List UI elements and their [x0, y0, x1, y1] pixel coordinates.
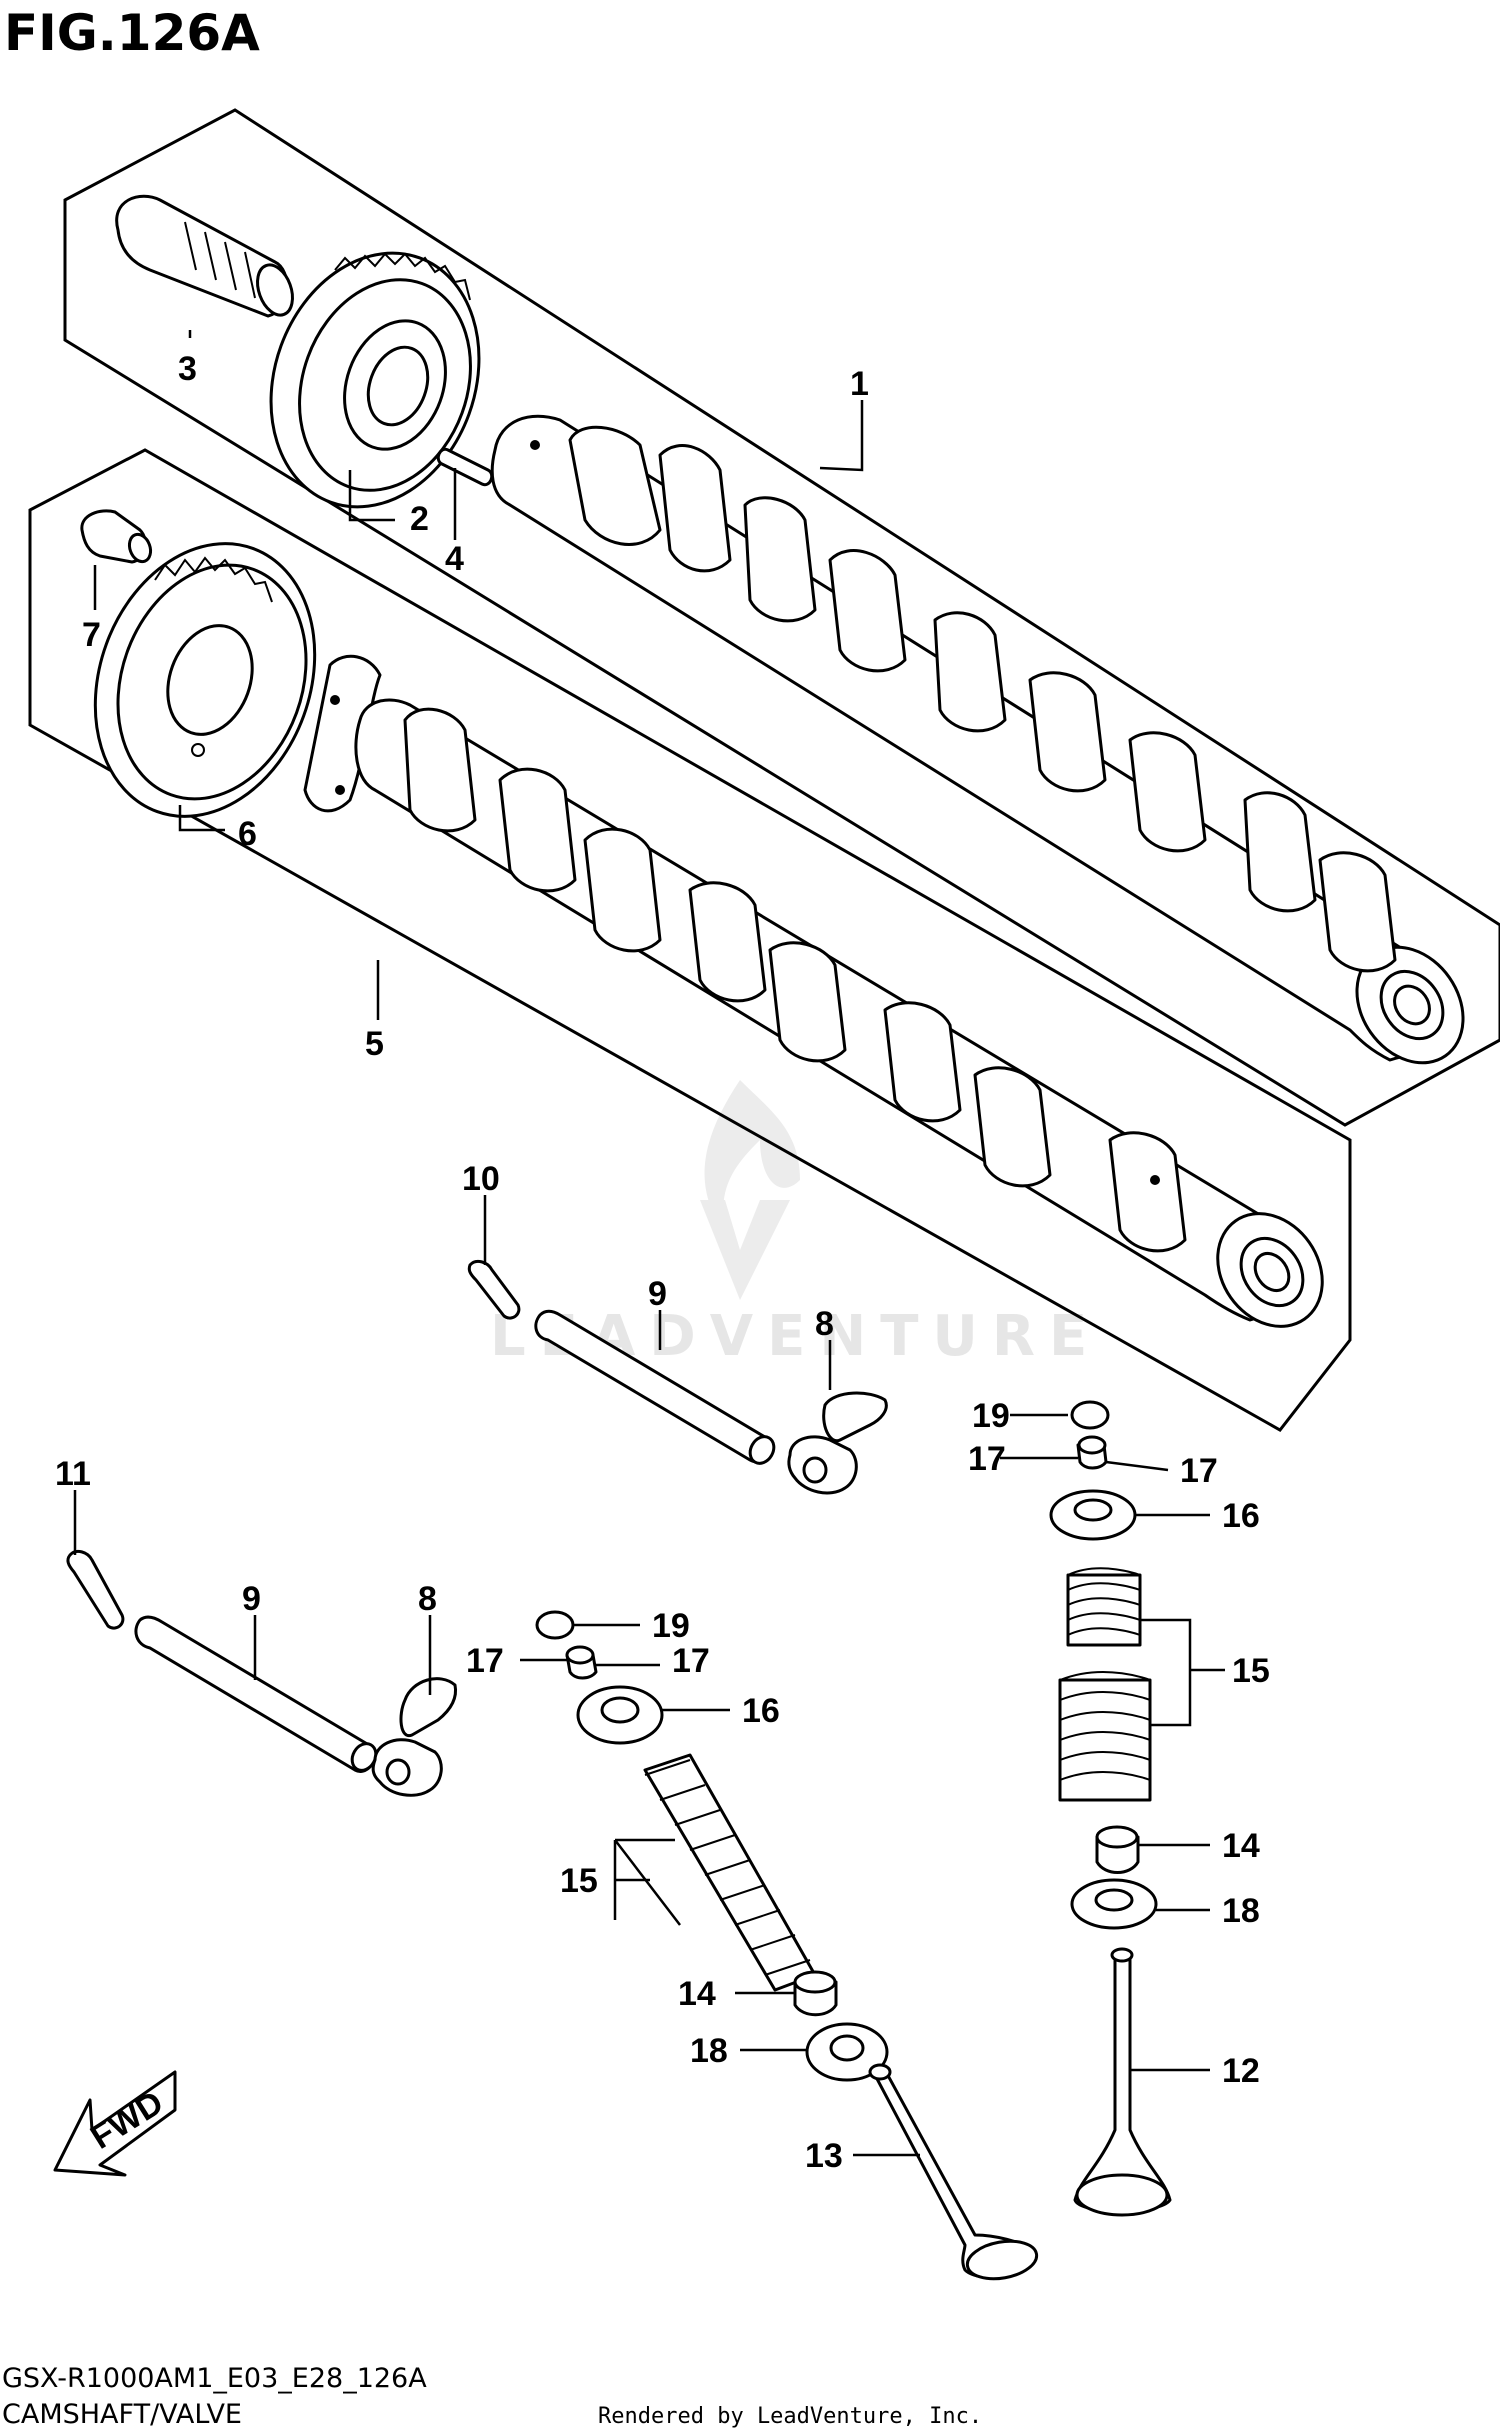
render-credit: Rendered by LeadVenture, Inc. — [598, 2404, 982, 2429]
assembly-box-5 — [28, 448, 1352, 1432]
spring-part-15-right — [1058, 1567, 1152, 1802]
callout-19-right: 19 — [972, 1397, 1010, 1435]
rocker-shaft-part-9-upper — [534, 1309, 776, 1465]
pin-part-10 — [467, 1259, 521, 1320]
shim-part-19-left — [535, 1610, 575, 1640]
callout-16-right: 16 — [1222, 1497, 1260, 1535]
callout-9-upper: 9 — [648, 1275, 667, 1313]
callout-8-lower: 8 — [418, 1580, 437, 1618]
spring-part-15-left — [643, 1753, 817, 1992]
callout-18-right: 18 — [1222, 1892, 1260, 1930]
callout-5: 5 — [365, 1025, 384, 1063]
valve-train-right — [1049, 1400, 1172, 2217]
pin-part-4 — [436, 447, 494, 487]
callout-2: 2 — [410, 500, 429, 538]
callout-7: 7 — [82, 616, 101, 654]
pin-part-11 — [66, 1549, 125, 1630]
callout-16-left: 16 — [742, 1692, 780, 1730]
camshaft-part-1 — [490, 414, 1465, 1065]
bolt-part-3 — [115, 194, 294, 318]
sprocket-part-2 — [269, 251, 481, 509]
rocker-shaft-part-9-lower — [134, 1615, 378, 1773]
rocker-arm-part-8-lower — [371, 1677, 458, 1797]
callout-9-lower: 9 — [242, 1580, 261, 1618]
valve-part-13 — [868, 2063, 1039, 2281]
leader-lines — [73, 330, 1225, 2157]
callout-17-left-a: 17 — [466, 1642, 504, 1680]
sprocket-part-6 — [93, 542, 317, 818]
shim-part-19-right — [1070, 1400, 1110, 1430]
callout-11: 11 — [55, 1455, 91, 1493]
callout-17-right-a: 17 — [968, 1440, 1006, 1478]
camshaft-part-5 — [303, 654, 1324, 1328]
rocker-arm-part-8-upper — [787, 1391, 888, 1495]
callout-3: 3 — [178, 350, 197, 388]
bolt-part-7 — [80, 509, 153, 564]
callout-15-left: 15 — [560, 1862, 598, 1900]
callout-17-left-b: 17 — [672, 1642, 710, 1680]
callout-14-right: 14 — [1222, 1827, 1260, 1865]
callout-17-right-b: 17 — [1180, 1452, 1218, 1490]
callout-19-left: 19 — [652, 1607, 690, 1645]
model-code: GSX-R1000AM1_E03_E28_126A — [2, 2363, 427, 2394]
callout-15-right: 15 — [1232, 1652, 1270, 1690]
callout-6: 6 — [238, 815, 257, 853]
callout-13: 13 — [805, 2137, 843, 2175]
callout-8-upper: 8 — [815, 1305, 834, 1343]
fwd-arrow: FWD — [53, 2070, 177, 2177]
callout-labels: 1 2 3 4 5 6 7 8 8 9 9 10 11 12 13 14 14 … — [55, 350, 1270, 2175]
assembly-box-1 — [63, 108, 1500, 1127]
valve-part-12 — [1073, 1947, 1172, 2217]
callout-1: 1 — [850, 365, 869, 403]
callout-4: 4 — [445, 540, 464, 578]
callout-10: 10 — [462, 1160, 500, 1198]
valve-train-left — [535, 1610, 1039, 2281]
figure-title: FIG.126A — [4, 4, 260, 62]
callout-12: 12 — [1222, 2052, 1260, 2090]
section-name: CAMSHAFT/VALVE — [2, 2399, 242, 2430]
callout-14-left: 14 — [678, 1975, 716, 2013]
callout-18-left: 18 — [690, 2032, 728, 2070]
